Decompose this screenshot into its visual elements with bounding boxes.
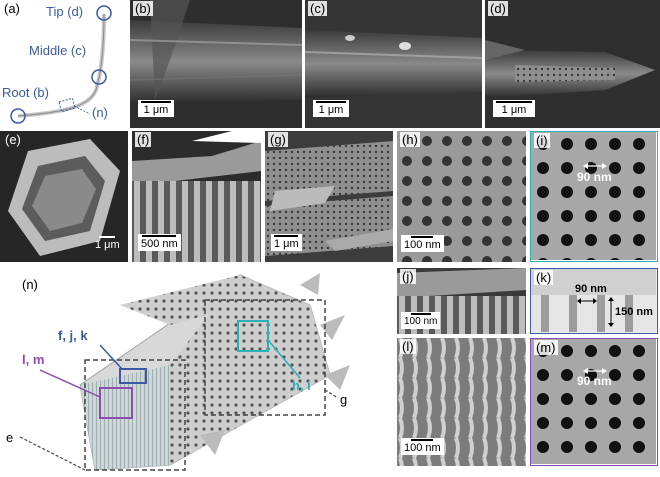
panel-e: (e) 1 μm [0,131,128,262]
callout-fjk: f, j, k [58,328,88,343]
panel-a: (a) Tip (d) Middle (c) Root (b) (n) [0,0,128,128]
panel-i: (i) 90 nm [530,131,658,262]
panel-label: (a) [4,1,20,16]
dimension-label-height: 150 nm [615,306,653,318]
panel-label: (j) [400,269,416,284]
panel-label: (g) [268,132,288,147]
panel-f: (f) 500 nm [132,131,261,262]
panel-label: (d) [488,1,508,16]
n-marker [58,97,76,113]
root-label: Root (b) [2,85,49,100]
panel-b: (b) 1 μm [130,0,302,128]
callout-e: e [6,430,14,445]
scale-bar: 500 nm [138,234,181,251]
dimension-arrow [583,368,607,374]
callout-hi: h, i [292,378,311,393]
dimension-arrow [583,163,607,169]
root-marker [10,108,26,124]
panel-c: (c) 1 μm [305,0,482,128]
panel-label: (k) [534,270,554,285]
hair-schematic [10,5,112,124]
middle-label: Middle (c) [29,43,87,58]
scale-bar: 100 nm [401,235,444,252]
panel-label: (l) [400,339,416,354]
dimension-label: 90 nm [577,170,612,184]
scale-bar: 1 μm [92,235,123,252]
tip-marker [96,5,112,21]
hair-3d-model [19,273,350,471]
scale-bar: 100 nm [401,438,444,455]
panel-j: (j) 100 nm [397,268,526,334]
panel-n: (n) f, j, k l, m h, i g e [0,265,392,477]
model-pores-teal [531,132,656,260]
middle-marker [91,69,107,85]
sem-image-middle [305,0,482,128]
scale-bar: 1 μm [313,100,349,117]
sem-image-cross-section [0,131,128,262]
panel-d: (d) 1 μm [485,0,660,128]
dimension-arrow-vertical [608,297,614,327]
model-pores-purple [531,339,656,464]
callout-g: g [340,392,348,407]
panel-l: (l) 100 nm [397,338,526,466]
tip-label: Tip (d) [46,4,84,19]
panel-h: (h) 100 nm [397,131,526,262]
panel-label: (c) [308,1,328,16]
dimension-label-width: 90 nm [575,283,607,295]
panel-label: (i) [534,133,550,148]
panel-k: (k) 90 nm 150 nm [530,268,658,334]
dimension-label: 90 nm [577,374,612,388]
callout-lm: l, m [22,352,45,367]
panel-label: (b) [133,1,153,16]
panel-m: (m) 90 nm [530,338,658,466]
panel-label: (e) [5,132,21,147]
scale-bar: 1 μm [271,234,302,251]
scale-bar: 1 μm [138,100,174,117]
panel-g: (g) 1 μm [265,131,393,262]
scale-bar: 100 nm [401,312,441,329]
dimension-arrow [577,298,597,304]
panel-label: (h) [400,132,420,147]
n-label: (n) [92,105,108,120]
panel-label: (m) [534,340,558,355]
scale-bar: 1 μm [493,100,535,117]
panel-label: (n) [22,277,38,292]
panel-label: (f) [135,132,152,147]
